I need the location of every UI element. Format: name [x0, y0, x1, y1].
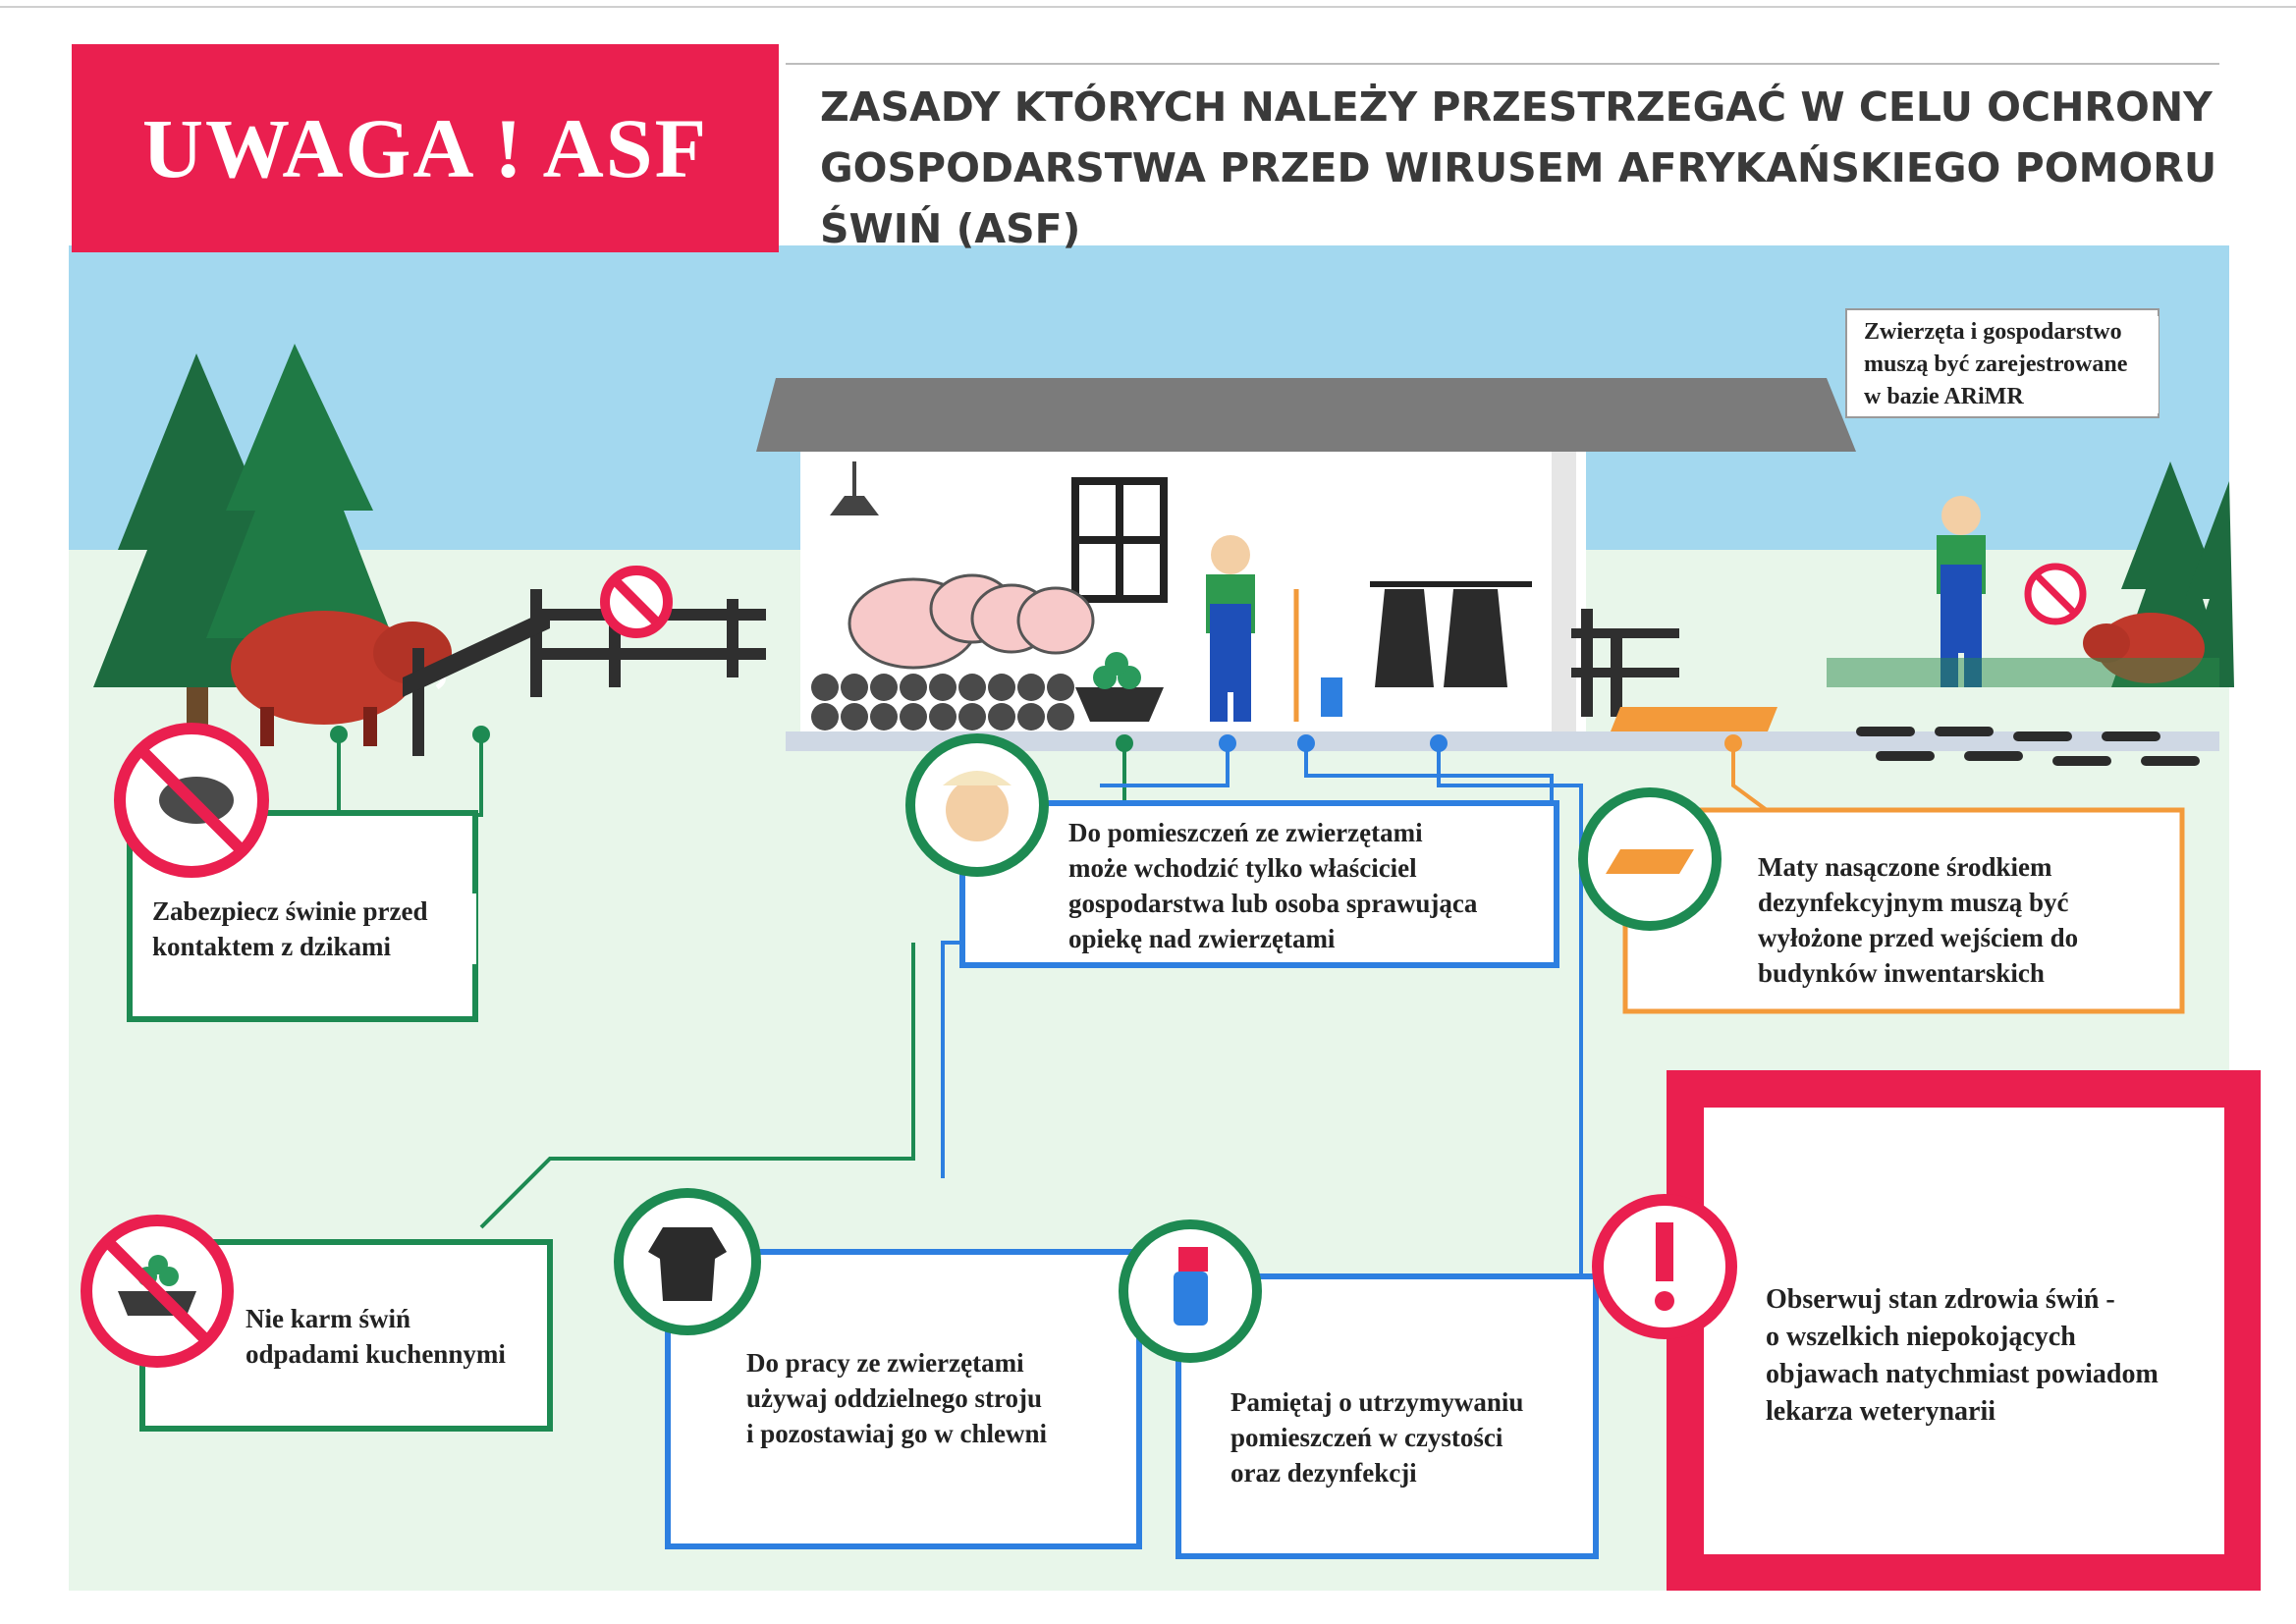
info-wild-boar: Zabezpiecz świnie przed kontaktem z dzik…: [152, 893, 476, 964]
info-health-text: Obserwuj stan zdrowia świń - o wszelkich…: [1766, 1284, 2159, 1427]
disinfection-mat: [1611, 707, 1777, 731]
disinfectant-spray-icon: [1119, 1219, 1262, 1363]
farmer-face-icon: [905, 733, 1049, 877]
dashes-ground: [1856, 727, 2200, 766]
feed-basket: [1075, 652, 1164, 722]
warning-banner: UWAGA ! ASF: [72, 44, 779, 252]
info-kitchen-waste: Nie karm świń odpadami kuchennymi: [246, 1301, 540, 1372]
no-boar-sign-right: [2024, 563, 2087, 625]
exclamation-icon: [1592, 1194, 1737, 1339]
info-kitchen-waste-text: Nie karm świń odpadami kuchennymi: [246, 1304, 506, 1369]
info-registration: Zwierzęta i gospodarstwo muszą być zarej…: [1864, 316, 2159, 413]
hanging-coat-2: [1444, 589, 1507, 687]
left-trees: [93, 344, 393, 727]
info-mats: Maty nasączone środkiem dezynfekcyjnym m…: [1758, 849, 2170, 991]
top-rule: [0, 6, 2296, 8]
pigs: [847, 573, 1095, 670]
no-kitchen-waste-icon: [81, 1215, 234, 1368]
no-wild-boar-icon: [114, 723, 269, 878]
info-access-text: Do pomieszczeń ze zwierzętami może wchod…: [1068, 818, 1478, 953]
info-mats-text: Maty nasączone środkiem dezynfekcyjnym m…: [1758, 852, 2079, 988]
info-wild-boar-text: Zabezpiecz świnie przed kontaktem z dzik…: [152, 896, 428, 961]
info-clothing: Do pracy ze zwierzętami używaj oddzielne…: [746, 1345, 1129, 1451]
info-clothing-text: Do pracy ze zwierzętami używaj oddzielne…: [746, 1348, 1047, 1448]
info-health: Obserwuj stan zdrowia świń - o wszelkich…: [1766, 1281, 2217, 1431]
connector-dots: [330, 726, 1742, 752]
info-registration-text: Zwierzęta i gospodarstwo muszą być zarej…: [1864, 319, 2128, 409]
page-headline: ZASADY KTÓRYCH NALEŻY PRZESTRZEGAĆ W CEL…: [820, 77, 2234, 259]
headline-text: ZASADY KTÓRYCH NALEŻY PRZESTRZEGAĆ W CEL…: [820, 83, 2217, 252]
info-access: Do pomieszczeń ze zwierzętami może wchod…: [1068, 815, 1550, 956]
hanging-coat-1: [1375, 589, 1434, 687]
work-clothing-icon: [614, 1188, 761, 1335]
disinfection-mat-icon: [1578, 787, 1722, 931]
headline-rule: [786, 63, 2219, 65]
grass-right: [1827, 658, 2219, 687]
farmer-barn: [1206, 535, 1255, 722]
info-cleanliness: Pamiętaj o utrzymywaniu pomieszczeń w cz…: [1230, 1384, 1589, 1490]
barn: [756, 378, 2219, 751]
info-cleanliness-text: Pamiętaj o utrzymywaniu pomieszczeń w cz…: [1230, 1387, 1524, 1488]
warning-title: UWAGA ! ASF: [141, 101, 709, 195]
no-entry-sign: [600, 566, 673, 638]
